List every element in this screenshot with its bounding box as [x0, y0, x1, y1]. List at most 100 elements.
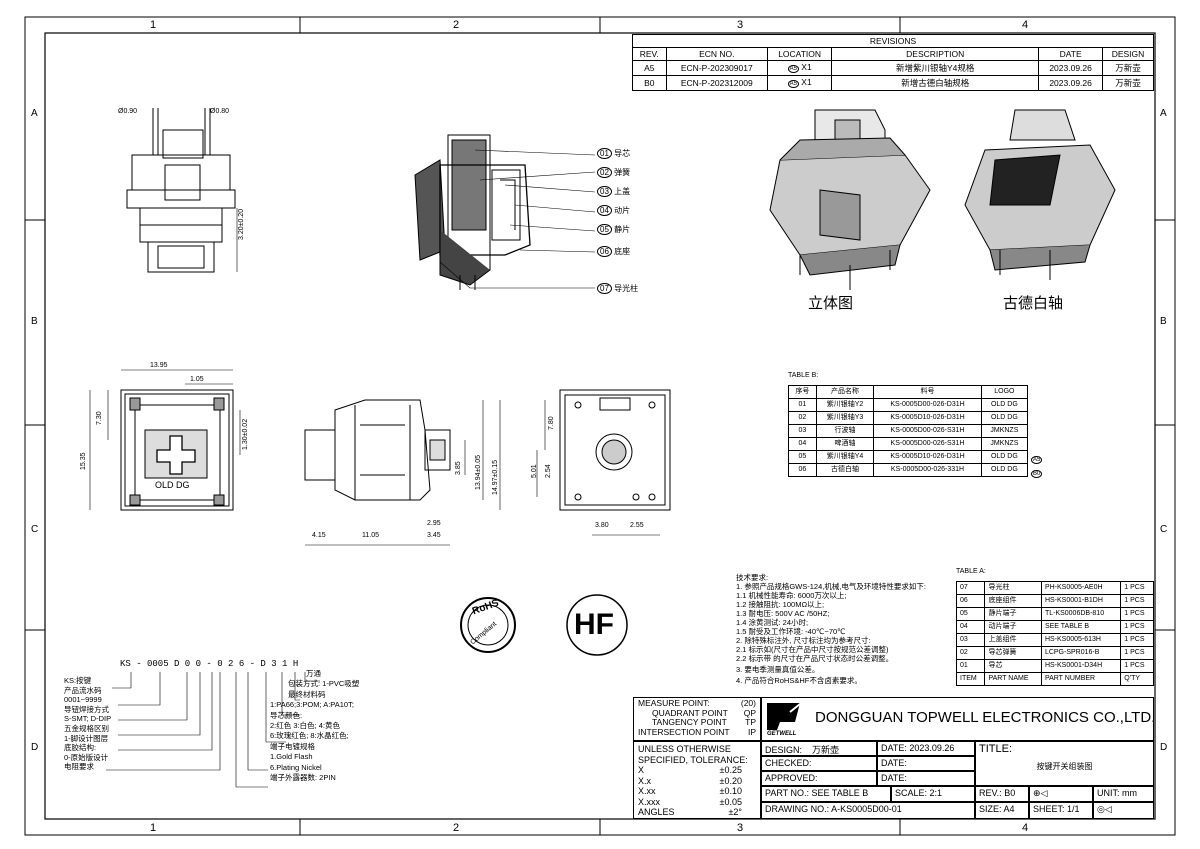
table-b-header: 序号: [788, 385, 817, 399]
design-label: DESIGN:: [765, 745, 803, 755]
rev-cell: B0: [632, 75, 667, 91]
table-a-cell: 01: [955, 659, 986, 673]
tolerance-row: X ±0.25: [638, 765, 756, 776]
rev-label: REV.:: [979, 788, 1002, 798]
location-header: LOCATION: [767, 47, 833, 61]
part-code-label: 包装方式: 1-PVC吸塑: [288, 679, 360, 689]
table-a-cell: 静片端子: [984, 607, 1042, 621]
tolerance-title: UNLESS OTHERWISE: [638, 744, 731, 754]
zone-col-2-bottom: 2: [453, 822, 460, 834]
tolerance-key: X.xx: [638, 786, 656, 796]
revisions-title: REVISIONS: [632, 34, 1154, 48]
tech-note-line: 2. 除特殊标注外, 尺寸标注均为参考尺寸:: [736, 636, 871, 645]
zone-row-b-right: B: [1160, 316, 1167, 327]
location-value: X1: [801, 62, 812, 72]
part-code-label: 1:PA66;3:POM; A:PA10T;: [270, 700, 354, 710]
tolerance-title: SPECIFIED, TOLERANCE:: [638, 754, 748, 765]
size-cell: SIZE: A4: [975, 802, 1029, 819]
table-b-header: 产品名称: [815, 385, 875, 399]
projection-angle-icon: ◎◁: [1097, 804, 1112, 814]
dim-pin-dia-1: Ø0.90: [118, 108, 138, 115]
table-a-cell: 导光柱: [984, 581, 1042, 595]
part-code-label: 6.Plating Nickel: [270, 762, 322, 772]
dim-rb-bottom1: 3.80: [595, 522, 609, 529]
table-b-cell: 03: [788, 424, 817, 438]
zone-row-d-right: D: [1160, 742, 1168, 753]
table-a-cell: LCPG-SPR016-B: [1040, 646, 1122, 660]
callout-number: 05: [597, 224, 612, 235]
zone-row-a-left: A: [31, 108, 38, 119]
design-cell: 万新壶: [1102, 75, 1154, 91]
side-view: [304, 399, 451, 501]
rev-value: B0: [1004, 788, 1016, 798]
tolerance-key: X.xxx: [638, 796, 661, 807]
callout-number: 04: [597, 205, 612, 216]
tech-note-line: 2.1 标示如(尺寸在产品中尺寸按规范公差调整): [736, 645, 889, 654]
callout-label: 弹簧: [614, 168, 631, 177]
size-label: SIZE:: [979, 804, 1002, 814]
callout-item-03: 03 上盖: [597, 186, 630, 197]
right-bottom-view: [559, 389, 671, 511]
tolerance-row: X.x±0.20: [638, 776, 756, 787]
table-b-cell: 行波轴: [815, 424, 875, 438]
zone-col-4-bottom: 4: [1022, 822, 1029, 834]
callout-item-01: 01 导芯: [597, 148, 630, 159]
part-code-label: 端子电镀规格: [270, 741, 315, 751]
tolerance-value: ±0.25: [719, 765, 742, 775]
dim-bottom4: 3.45: [427, 532, 441, 539]
table-b-cell: KS-0005D10-026-D31H: [873, 411, 982, 425]
table-a-cell: 1 PCS: [1120, 633, 1154, 647]
bottom-view-dims: [89, 369, 241, 510]
part-code-label: 端子外露器数: 2PIN: [270, 773, 336, 783]
rev-cell: A5: [632, 60, 667, 76]
part-code-label: 导芯颜色:: [270, 710, 303, 720]
tech-note-line: 1. 参照产品规格GWS-124,机械,电气及环境特性要求如下:: [736, 582, 927, 591]
revision-row: B0 ECN-P-202312009 A5 X1 新增古德白轴规格 2023.0…: [632, 75, 1154, 91]
title-label: TITLE:: [979, 743, 1013, 755]
ecn-cell: ECN-P-202312009: [665, 75, 769, 91]
table-b-header: LOGO: [980, 385, 1029, 399]
tech-note-line: 3. 要电季测量真值公差。: [736, 665, 820, 674]
date-cell: 2023.09.26: [1038, 75, 1103, 91]
part-code-label: 2:红色 3:白色; 4:黄色: [270, 721, 341, 731]
table-a-cell: 03: [955, 633, 986, 647]
tolerance-value: ±2°: [728, 807, 742, 817]
zone-row-c-right: C: [1160, 524, 1168, 535]
zone-col-4-top: 4: [1022, 19, 1029, 31]
callout-item-02: 02 弹簧: [597, 167, 630, 178]
table-a-cell: SEE TABLE B: [1040, 620, 1122, 634]
table-a-header: ITEM: [955, 672, 986, 686]
part-code-label: 五金规格区别: [64, 723, 109, 733]
tolerance-row: X.xx±0.10: [638, 786, 756, 797]
table-a-cell: 02: [955, 646, 986, 660]
zone-row-b-left: B: [31, 316, 38, 327]
tolerance-key: X: [638, 765, 645, 775]
unit-value: mm: [1122, 788, 1138, 798]
projection-icon: ⊕◁: [1033, 788, 1048, 798]
rev-mark: A5: [787, 80, 799, 88]
isometric-view: [769, 109, 931, 290]
part-code-label: 底胶结构:: [64, 743, 97, 753]
part-code-leaders: [106, 672, 320, 788]
dim-total-h2: 14.97±0.15: [492, 460, 499, 495]
table-b-cell: 05: [788, 450, 817, 464]
dim-stem-h: 3.85: [455, 461, 462, 475]
table-b-rev-mark-b0: B0: [1031, 470, 1043, 478]
callout-number: 01: [597, 148, 612, 159]
dim-h-left1: 7.30: [96, 411, 103, 425]
part-code-right-labels: 万通 包装方式: 1-PVC吸塑 最终材料码 1:PA66;3:POM; A:P…: [270, 669, 359, 783]
company-logo-text: GETWELL: [767, 731, 797, 737]
part-code-label: S-SMT; D-DIP: [64, 714, 112, 724]
description-cell: 新增古德白轴规格: [831, 75, 1040, 91]
approved-cell: APPROVED:: [761, 771, 877, 786]
callout-number: 06: [597, 246, 612, 257]
table-b-rev-mark-a5: A5: [1031, 456, 1043, 464]
table-a-cell: 导芯弹簧: [984, 646, 1042, 660]
dim-rb-left3: 2.54: [545, 464, 552, 478]
